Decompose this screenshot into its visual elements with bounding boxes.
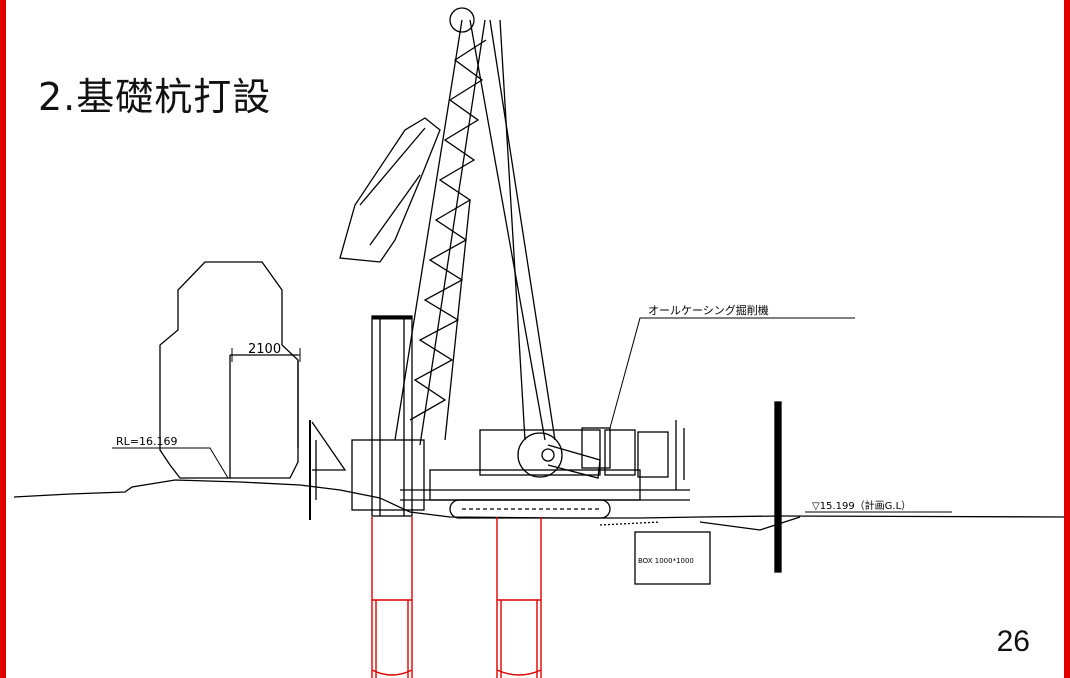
piles [371, 517, 542, 678]
dimension-label: 2100 [248, 342, 281, 357]
base-machine [351, 420, 690, 519]
slide-title: 2.基礎杭打設 [38, 75, 272, 119]
pile-left [371, 517, 413, 678]
page-number: 26 [996, 625, 1030, 658]
crawler-track [449, 499, 611, 519]
box-culvert [634, 531, 711, 585]
rl-label: RL=16.169 [116, 435, 177, 448]
pile-right [496, 517, 542, 678]
sheet-pile [774, 401, 782, 573]
machine-label: オールケーシング掘削機 [648, 303, 769, 317]
slide-frame-right [1064, 0, 1070, 678]
casing-tower [371, 315, 413, 517]
ground-line [13, 479, 1065, 519]
gl-label: ▽15.199（計画G.L） [812, 499, 911, 512]
box-label: BOX 1000*1000 [638, 557, 694, 565]
existing-structure [159, 261, 299, 479]
leader-mast [394, 7, 556, 446]
slide-frame-left [0, 0, 6, 678]
boom-arm [339, 117, 441, 263]
